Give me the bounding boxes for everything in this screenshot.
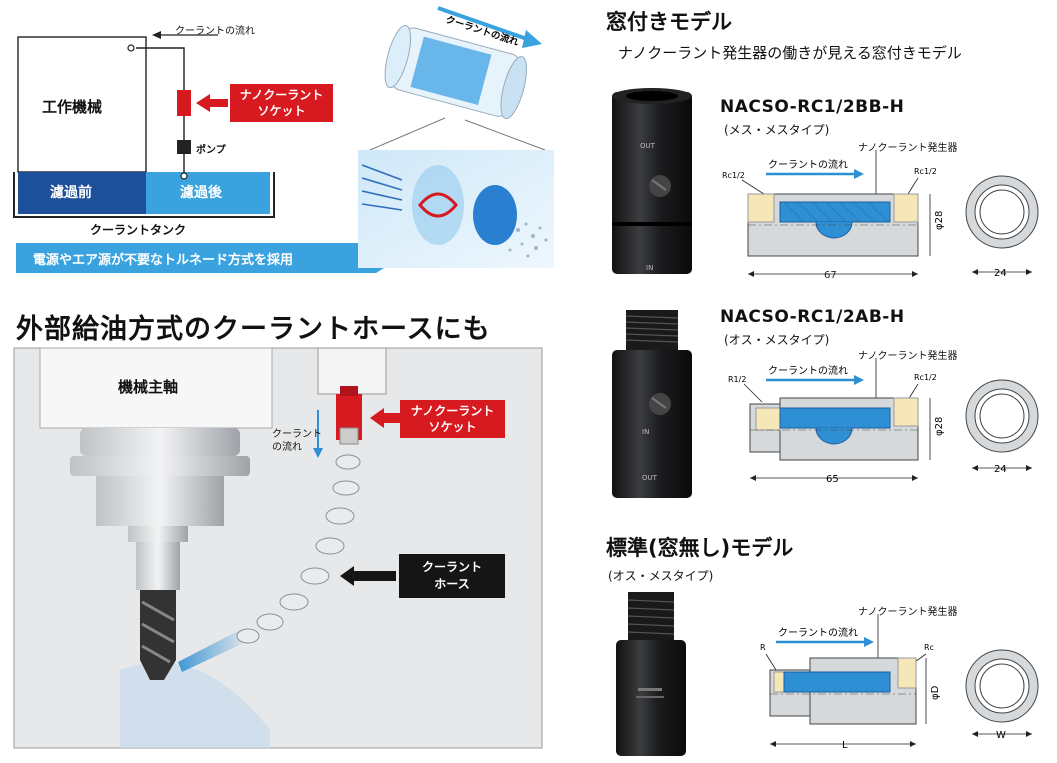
hose-label: クーラント ホース bbox=[399, 554, 505, 598]
product-bb-drawing: クーラントの流れ Rc1/2 Rc1/2 φ28 67 24 bbox=[722, 150, 1039, 281]
pump-mark bbox=[177, 140, 191, 154]
standard-drawing: クーラントの流れ R Rc φD L W bbox=[760, 614, 1039, 751]
svg-text:IN: IN bbox=[642, 428, 649, 436]
machine-box bbox=[17, 36, 147, 173]
after-filter-label: 濾過後 bbox=[180, 185, 222, 201]
tank-before bbox=[18, 172, 146, 214]
tank-label: クーラントタンク bbox=[90, 223, 187, 237]
standard-generator: ナノクーラント発生器 bbox=[858, 607, 958, 618]
svg-text:67: 67 bbox=[824, 270, 837, 281]
svg-text:φ28: φ28 bbox=[934, 211, 945, 230]
svg-text:OUT: OUT bbox=[640, 142, 656, 150]
banner-arrow bbox=[16, 243, 400, 273]
product-bb-photo: OUT IN bbox=[612, 88, 692, 274]
svg-text:OUT: OUT bbox=[642, 474, 658, 482]
svg-text:クーラントの流れ: クーラントの流れ bbox=[768, 158, 848, 171]
svg-text:24: 24 bbox=[994, 268, 1007, 279]
svg-text:Rc: Rc bbox=[924, 643, 934, 652]
svg-text:R: R bbox=[760, 643, 766, 652]
tank-after bbox=[146, 172, 270, 214]
before-filter-label: 濾過前 bbox=[50, 185, 92, 201]
window-model-description: ナノクーラント発生器の働きが見える窓付きモデル bbox=[618, 44, 962, 62]
standard-model-photo bbox=[616, 592, 686, 756]
standard-model-type: (オス・メスタイプ) bbox=[608, 569, 714, 583]
socket-mark bbox=[177, 90, 191, 116]
tank-outline bbox=[13, 172, 275, 218]
svg-text:24: 24 bbox=[994, 464, 1007, 475]
svg-text:W: W bbox=[996, 730, 1006, 741]
product-bb-model: NACSO-RC1/2BB-H bbox=[720, 97, 905, 117]
svg-text:Rc1/2: Rc1/2 bbox=[914, 373, 937, 382]
external-section-heading: 外部給油方式のクーラントホースにも bbox=[16, 314, 491, 345]
product-ab-generator: ナノクーラント発生器 bbox=[858, 351, 958, 362]
svg-text:φD: φD bbox=[930, 685, 941, 700]
hose-flow-label: クーラント の流れ bbox=[272, 429, 322, 453]
banner-text: 電源やエア源が不要なトルネード方式を採用 bbox=[33, 253, 294, 268]
product-bb-generator: ナノクーラント発生器 bbox=[858, 143, 958, 154]
svg-text:IN: IN bbox=[646, 264, 653, 272]
coolant-flow-label: クーラントの流れ bbox=[175, 26, 255, 37]
product-ab-drawing: クーラントの流れ R1/2 Rc1/2 φ28 65 24 bbox=[728, 358, 1039, 485]
tornado-graphic: クーラントの流れ bbox=[358, 6, 554, 268]
machine-label: 工作機械 bbox=[42, 98, 103, 116]
bubble-spray bbox=[508, 222, 548, 258]
svg-text:L: L bbox=[842, 740, 848, 751]
svg-text:R1/2: R1/2 bbox=[728, 375, 746, 384]
circuit-lines bbox=[13, 31, 400, 273]
hose-socket-label: ナノクーラント ソケット bbox=[400, 400, 505, 438]
svg-text:Rc1/2: Rc1/2 bbox=[722, 171, 745, 180]
pump-label: ポンプ bbox=[196, 145, 226, 156]
svg-text:Rc1/2: Rc1/2 bbox=[914, 167, 937, 176]
product-bb-type: (メス・メスタイプ) bbox=[724, 123, 830, 137]
window-model-heading: 窓付きモデル bbox=[606, 10, 732, 34]
svg-text:φ28: φ28 bbox=[934, 417, 945, 436]
product-ab-type: (オス・メスタイプ) bbox=[724, 333, 830, 347]
svg-text:クーラントの流れ: クーラントの流れ bbox=[768, 364, 848, 377]
product-ab-model: NACSO-RC1/2AB-H bbox=[720, 307, 905, 327]
svg-text:クーラントの流れ: クーラントの流れ bbox=[778, 626, 858, 639]
svg-text:65: 65 bbox=[826, 474, 839, 485]
product-ab-photo: IN OUT bbox=[612, 310, 692, 498]
socket-label: ナノクーラント ソケット bbox=[230, 84, 333, 122]
spindle-label: 機械主軸 bbox=[118, 378, 179, 396]
standard-model-heading: 標準(窓無し)モデル bbox=[606, 536, 794, 560]
coolant-pipe bbox=[136, 47, 185, 175]
